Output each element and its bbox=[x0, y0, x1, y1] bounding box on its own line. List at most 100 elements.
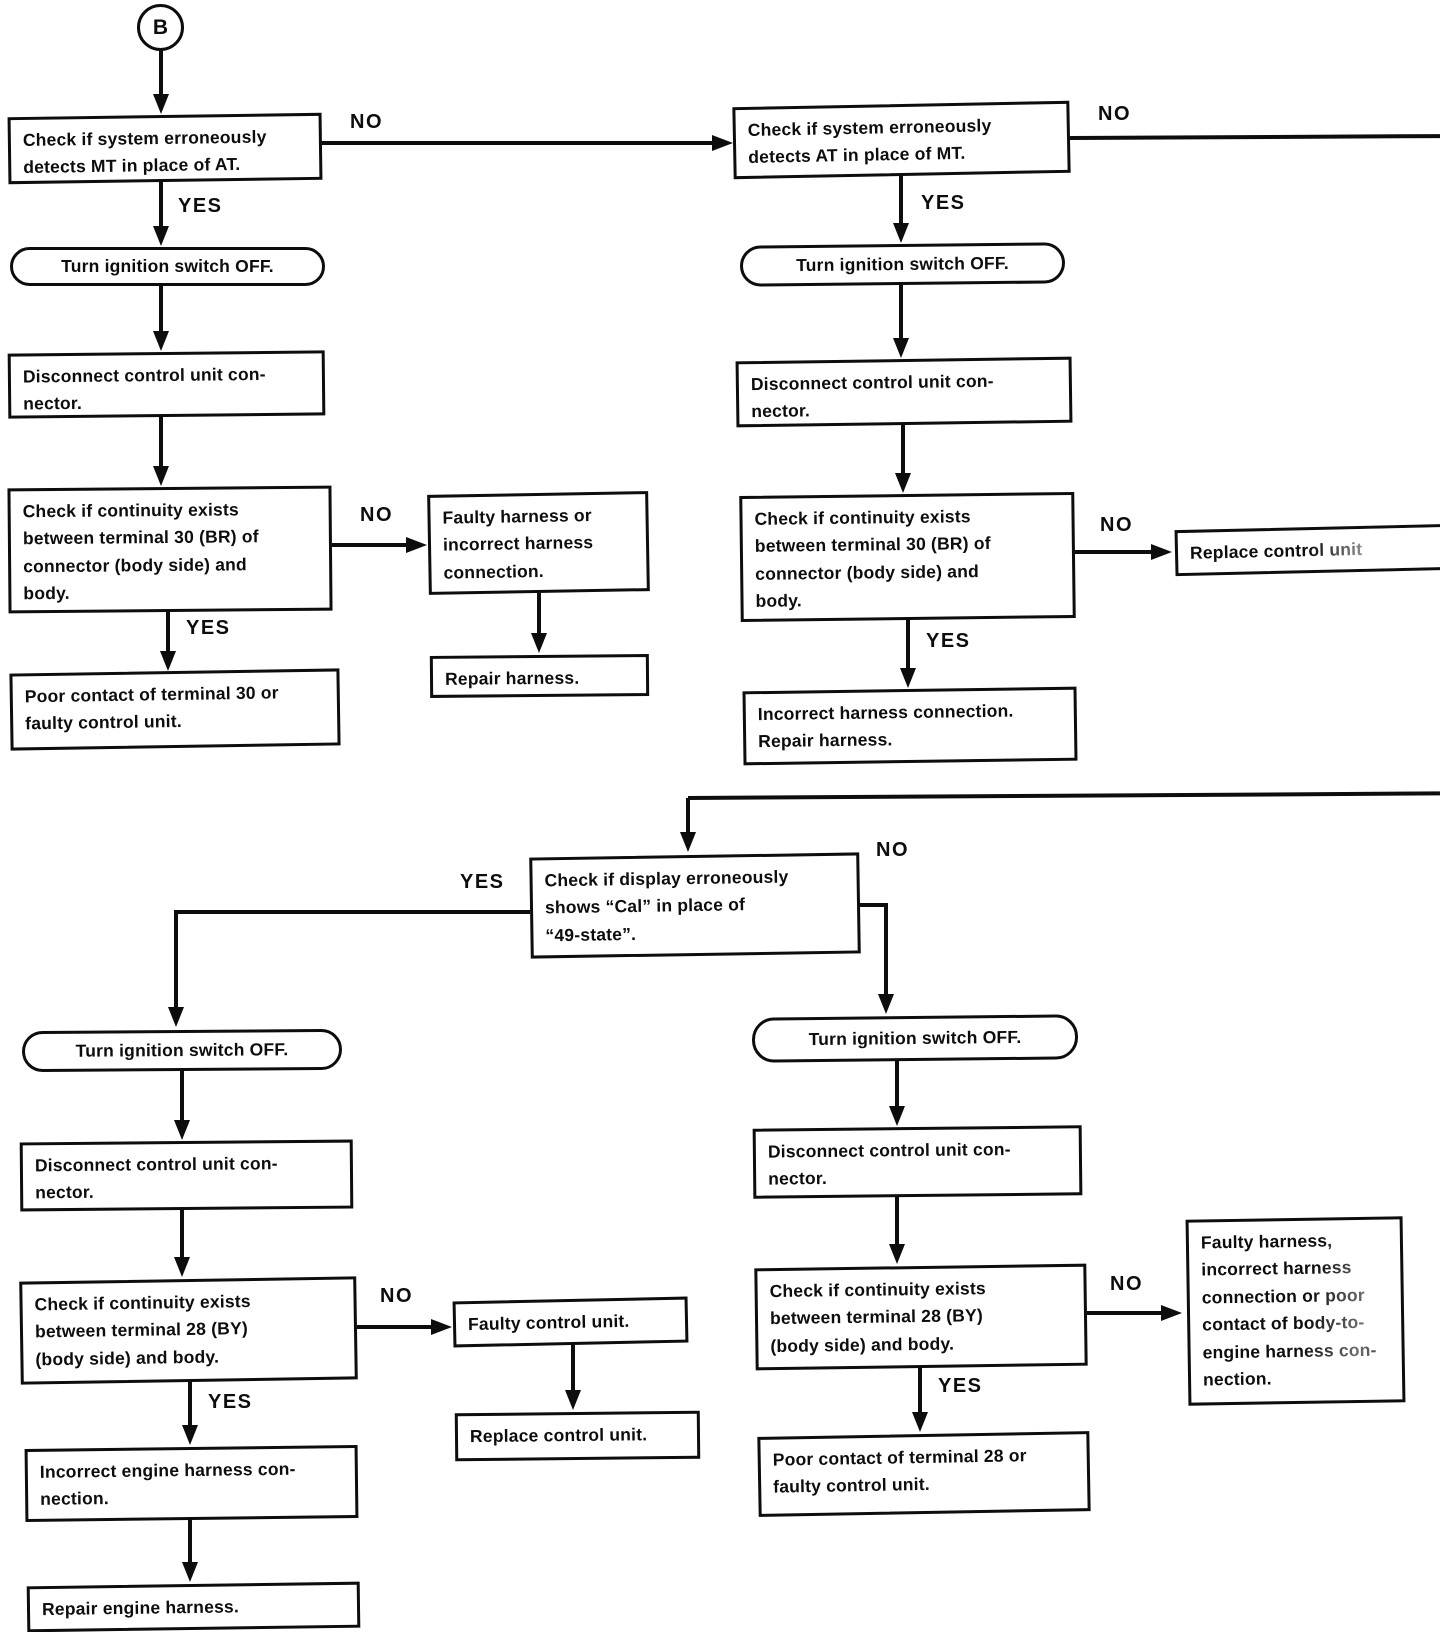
node-text-line: Faulty control unit. bbox=[467, 1310, 630, 1335]
node-repair-harness: Repair harness. bbox=[429, 654, 650, 698]
node-check-detects-mt: Check if system erroneously detects MT i… bbox=[7, 112, 323, 185]
connector-line bbox=[180, 1210, 184, 1259]
node-text-line: “49-state”. bbox=[545, 923, 637, 946]
node-text-line: incorrect harness bbox=[442, 532, 594, 556]
node-faulty-harness-poor-contact: Faulty harness, incorrect harness connec… bbox=[1185, 1216, 1406, 1406]
arrow-right-icon bbox=[712, 135, 733, 151]
node-text-line: Repair harness. bbox=[758, 729, 893, 752]
node-text-line: Check if continuity exists bbox=[769, 1278, 986, 1302]
arrow-down-icon bbox=[680, 832, 696, 852]
node-text-line: (body side) and body. bbox=[35, 1346, 220, 1370]
connector-line bbox=[159, 182, 163, 226]
edge-label-yes: YES bbox=[178, 195, 223, 217]
node-text-line: Faulty harness, bbox=[1200, 1230, 1333, 1253]
node-text-line: Replace control unit. bbox=[469, 1424, 648, 1447]
arrow-down-icon bbox=[153, 466, 169, 486]
node-text-line: Faulty harness or bbox=[442, 505, 592, 528]
arrow-down-icon bbox=[889, 1106, 905, 1126]
connector-line bbox=[858, 903, 888, 907]
connector-line bbox=[1069, 134, 1440, 140]
node-text-line: body. bbox=[755, 590, 803, 612]
connector-line bbox=[1087, 1311, 1165, 1315]
edge-label-no: NO bbox=[350, 111, 383, 133]
connector-line bbox=[174, 910, 178, 1007]
node-text-line: engine harness con- bbox=[1202, 1339, 1377, 1363]
node-faulty-harness: Faulty harness or incorrect harness conn… bbox=[427, 491, 650, 595]
node-text-line: nector. bbox=[35, 1182, 95, 1203]
node-text-line: faulty control unit. bbox=[25, 711, 182, 734]
node-text-line: body. bbox=[23, 583, 70, 604]
node-text-line: connection. bbox=[443, 560, 545, 583]
connector-line bbox=[357, 1325, 433, 1329]
arrow-down-icon bbox=[912, 1412, 928, 1432]
node-replace-control-unit-1: Replace control unit bbox=[1174, 523, 1440, 577]
arrow-down-icon bbox=[153, 226, 169, 246]
node-text-line: between terminal 28 (BY) bbox=[769, 1305, 984, 1329]
node-text-line: Incorrect harness connection. bbox=[757, 700, 1014, 725]
node-text-line: Repair harness. bbox=[444, 667, 580, 689]
node-text-line: Turn ignition switch OFF. bbox=[61, 255, 274, 276]
node-text-line: (body side) and body. bbox=[770, 1333, 955, 1357]
edge-label-yes: YES bbox=[460, 871, 505, 893]
node-check-continuity-28-right: Check if continuity exists between termi… bbox=[754, 1263, 1088, 1371]
connector-line bbox=[895, 1197, 899, 1246]
connector-line bbox=[899, 176, 903, 225]
arrow-down-icon bbox=[160, 651, 176, 671]
node-poor-contact-30: Poor contact of terminal 30 or faulty co… bbox=[9, 668, 341, 751]
arrow-down-icon bbox=[895, 473, 911, 493]
arrow-right-icon bbox=[406, 537, 427, 553]
node-text-line: nector. bbox=[23, 393, 83, 414]
node-text-line: contact of body-to- bbox=[1202, 1312, 1365, 1335]
edge-label-no: NO bbox=[1100, 514, 1133, 536]
connector-b-label: B bbox=[152, 15, 169, 39]
connector-line bbox=[332, 543, 408, 547]
edge-label-yes: YES bbox=[926, 630, 971, 652]
node-check-continuity-30-right: Check if continuity exists between termi… bbox=[739, 491, 1076, 623]
arrow-down-icon bbox=[893, 223, 909, 243]
arrow-down-icon bbox=[153, 94, 169, 114]
arrow-down-icon bbox=[153, 331, 169, 351]
node-text-line: Check if continuity exists bbox=[754, 506, 971, 529]
arrow-right-icon bbox=[1151, 544, 1172, 560]
connector-line bbox=[159, 50, 163, 96]
edge-label-yes: YES bbox=[938, 1375, 983, 1397]
node-text-line: Disconnect control unit con- bbox=[22, 363, 266, 387]
node-text-line: between terminal 30 (BR) of bbox=[754, 533, 991, 557]
edge-label-no: NO bbox=[876, 839, 909, 861]
arrow-down-icon bbox=[893, 338, 909, 358]
node-incorrect-engine-harness: Incorrect engine harness con- nection. bbox=[24, 1444, 359, 1523]
connector-line bbox=[571, 1345, 575, 1392]
node-check-display-cal: Check if display erroneously shows “Cal”… bbox=[529, 852, 861, 959]
edge-label-yes: YES bbox=[208, 1391, 253, 1413]
node-disconnect-connector-3: Disconnect control unit con- nector. bbox=[19, 1139, 354, 1212]
node-turn-ignition-off-4: Turn ignition switch OFF. bbox=[751, 1014, 1079, 1063]
node-turn-ignition-off-2: Turn ignition switch OFF. bbox=[739, 242, 1066, 287]
node-text-line: nector. bbox=[768, 1168, 828, 1190]
arrow-down-icon bbox=[889, 1244, 905, 1264]
connector-line bbox=[884, 903, 888, 995]
node-text-line: Check if continuity exists bbox=[22, 499, 239, 522]
edge-label-yes: YES bbox=[921, 192, 966, 214]
arrow-down-icon bbox=[182, 1562, 198, 1582]
node-text-line: between terminal 30 (BR) of bbox=[22, 526, 259, 549]
node-text-line: detects MT in place of AT. bbox=[23, 154, 241, 178]
arrow-down-icon bbox=[168, 1007, 184, 1027]
arrow-down-icon bbox=[900, 668, 916, 688]
connector-line bbox=[537, 593, 541, 635]
node-text-line: connection or poor bbox=[1201, 1284, 1365, 1308]
node-text-line: nector. bbox=[751, 400, 811, 422]
node-disconnect-connector-2: Disconnect control unit con- nector. bbox=[735, 356, 1073, 428]
node-text-line: Repair engine harness. bbox=[41, 1596, 240, 1620]
node-check-continuity-30-left: Check if continuity exists between termi… bbox=[7, 485, 333, 614]
connector-line bbox=[901, 425, 905, 473]
arrow-down-icon bbox=[878, 994, 894, 1014]
arrow-down-icon bbox=[174, 1120, 190, 1140]
edge-label-no: NO bbox=[1110, 1273, 1143, 1295]
connector-line bbox=[176, 910, 530, 914]
connector-b: B bbox=[137, 4, 184, 51]
connector-line bbox=[159, 417, 163, 468]
node-poor-contact-28: Poor contact of terminal 28 or faulty co… bbox=[757, 1431, 1091, 1517]
connector-line bbox=[687, 791, 1440, 800]
node-replace-control-unit-2: Replace control unit. bbox=[454, 1410, 701, 1462]
node-disconnect-connector-4: Disconnect control unit con- nector. bbox=[752, 1125, 1083, 1199]
